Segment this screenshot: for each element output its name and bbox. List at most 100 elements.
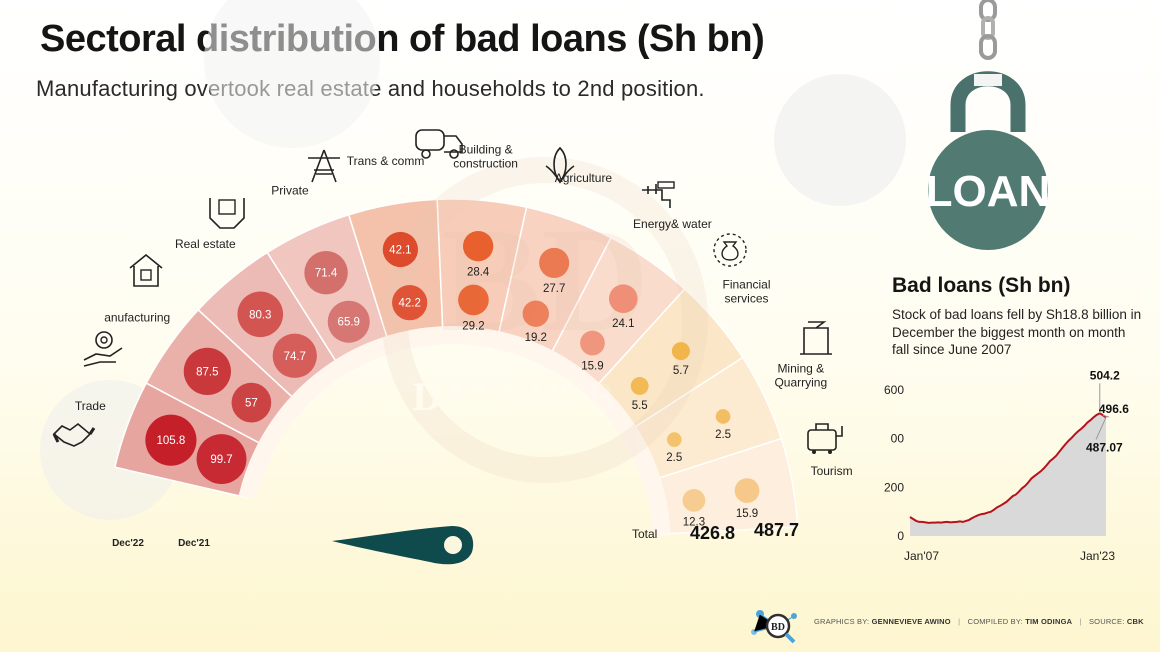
- bubble-dec21: [392, 285, 428, 321]
- chain-icon: [979, 0, 997, 60]
- bubble-dec22: [462, 230, 494, 262]
- bubble-value: 71.4: [315, 268, 338, 280]
- mini-area-fill: [910, 413, 1106, 536]
- bubble-dec21: [327, 300, 370, 343]
- compiled-by: TIM ODINGA: [1025, 617, 1073, 626]
- mini-y-tick: 00: [891, 432, 905, 446]
- bubble-value: 27.7: [543, 283, 565, 295]
- mini-y-tick: 600: [884, 383, 904, 397]
- mini-series-line: [909, 412, 1107, 524]
- bubble-value: 99.7: [210, 454, 232, 466]
- bubble-dec22: [608, 284, 638, 314]
- bubble-value: 5.7: [673, 365, 689, 377]
- bubble-dec22: [539, 247, 570, 278]
- source: CBK: [1126, 617, 1144, 626]
- bubble-value: 2.5: [715, 429, 731, 441]
- bubble-dec22: [183, 347, 231, 395]
- tower-icon: [308, 149, 340, 183]
- bubble-value: 12.3: [683, 517, 705, 529]
- fan-icons: [52, 129, 843, 454]
- category-label: Energy& water: [633, 217, 712, 231]
- category-label: Real estate: [175, 237, 236, 251]
- mini-y-tick: 0: [897, 529, 904, 543]
- house-icon: [129, 253, 163, 287]
- hands-gift-icon: [209, 198, 245, 229]
- ring-label-dec21: Dec'21: [178, 538, 210, 549]
- category-label: Building &construction: [453, 142, 518, 170]
- source-label: SOURCE:: [1088, 617, 1125, 626]
- mini-chart-note: Stock of bad loans fell by Sh18.8 billio…: [892, 307, 1142, 357]
- bubble-dec21: [196, 434, 247, 484]
- bubble-value: 15.9: [581, 360, 603, 372]
- bubble-value: 19.2: [525, 332, 547, 344]
- bubble-dec21: [458, 284, 489, 316]
- bubble-dec22: [382, 231, 418, 268]
- mini-ann-leader: [1095, 417, 1107, 440]
- mini-annotation: 487.07: [1086, 440, 1123, 454]
- mini-chart-title: Bad loans (Sh bn): [892, 274, 1071, 297]
- mini-x-label-start: Jan'07: [904, 549, 939, 563]
- category-label: Private: [271, 184, 309, 198]
- bubble-value: 5.5: [632, 400, 648, 412]
- fan-bubbles: 105.899.787.55780.374.771.465.942.142.22…: [145, 230, 760, 529]
- lock-text: LOAN: [926, 167, 1051, 216]
- mini-y-axis: 0 200 00 600: [884, 383, 904, 543]
- bubble-value: 74.7: [284, 351, 306, 363]
- bd-logo-icon: BD: [751, 610, 797, 644]
- bg-circle: [774, 74, 906, 206]
- bubble-dec22: [734, 478, 760, 503]
- bubble-dec22: [304, 250, 348, 295]
- bubble-dec21: [231, 382, 272, 423]
- watermark: BD DATA HUB: [382, 157, 708, 483]
- gauge-needle: [332, 526, 474, 565]
- faucet-icon: [642, 181, 675, 208]
- lock-body: [928, 130, 1048, 250]
- needle-pivot: [444, 536, 462, 554]
- bubble-value: 15.9: [736, 508, 758, 520]
- handshake-icon: [52, 422, 96, 447]
- credits-bar: BD GRAPHICS BY: GENNEVIEVE AWINO | COMPI…: [750, 606, 1150, 646]
- fan-inner-band: [238, 326, 671, 535]
- bubble-dec21: [522, 300, 549, 327]
- graphics-by-label: GRAPHICS BY:: [814, 617, 870, 626]
- bubble-value: 57: [245, 398, 258, 410]
- ring-label-dec22: Dec'22: [112, 538, 144, 549]
- money-bag-icon: [713, 233, 747, 267]
- bubble-dec21: [630, 377, 649, 395]
- bubble-value: 105.8: [157, 435, 186, 447]
- bubble-dec22: [237, 291, 284, 338]
- bubble-value: 29.2: [462, 320, 484, 332]
- total-label: Total: [632, 527, 657, 541]
- fan-chart: BD DATA HUB 105.899.787.55780.374.771.46…: [52, 129, 853, 565]
- bubble-value: 2.5: [666, 452, 682, 464]
- bubble-dec22: [671, 342, 690, 361]
- bubble-value: 65.9: [338, 317, 360, 329]
- category-label: anufacturing: [104, 311, 170, 325]
- bubble-dec21: [682, 489, 706, 512]
- bg-circle: [204, 0, 380, 148]
- bubble-dec22: [715, 409, 731, 424]
- category-label: Mining &Quarrying: [774, 362, 827, 390]
- corn-icon: [545, 146, 575, 184]
- compiled-by-label: COMPILED BY:: [967, 617, 1023, 626]
- truck-icon: [415, 129, 463, 159]
- gears-hand-icon: [83, 331, 123, 367]
- mini-y-tick: 200: [884, 480, 904, 494]
- total-dec21: 487.7: [754, 520, 799, 540]
- bubble-dec22: [145, 414, 197, 466]
- mini-annotation: 504.2: [1090, 368, 1120, 382]
- bubble-value: 80.3: [249, 309, 271, 321]
- bubble-value: 42.1: [389, 244, 411, 256]
- watermark-ring: [382, 157, 708, 483]
- bd-logo-text: BD: [771, 622, 785, 633]
- category-label: Agriculture: [555, 171, 613, 185]
- bubble-dec21: [272, 333, 317, 378]
- watermark-data: DATA: [413, 374, 521, 419]
- category-label: Tourism: [811, 464, 853, 478]
- bubble-value: 24.1: [612, 318, 634, 330]
- bubble-dec21: [666, 432, 682, 447]
- page-title: Sectoral distribution of bad loans (Sh b…: [40, 18, 765, 60]
- watermark-bd: BD: [441, 197, 649, 363]
